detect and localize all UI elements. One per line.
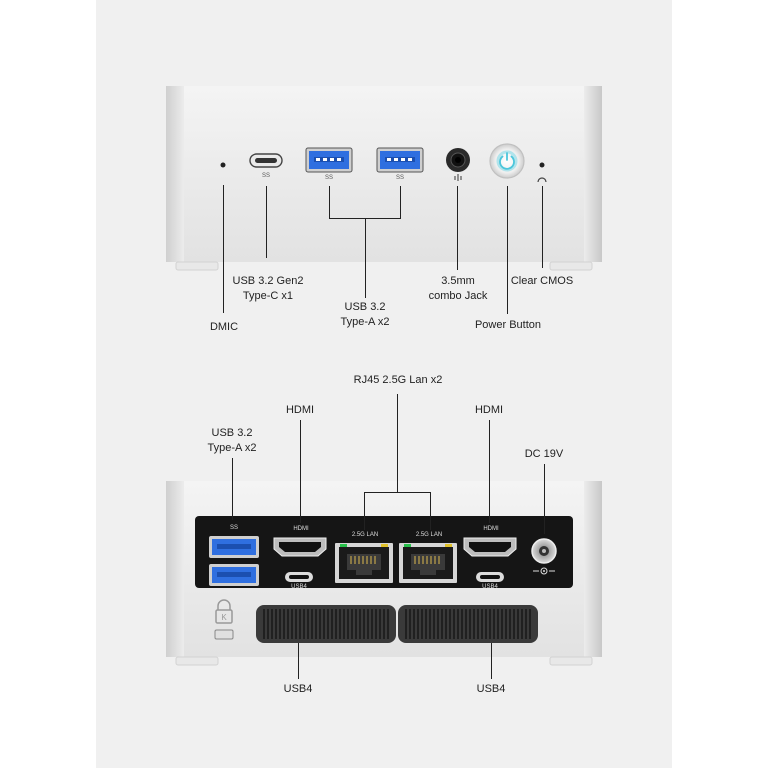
lan-stem (397, 394, 398, 493)
usb-c-ss-mark: SS (261, 173, 270, 179)
rear-ss-mark: SS (229, 525, 238, 531)
lan-left-drop (364, 492, 365, 530)
lan-right-port (399, 543, 457, 583)
hdmi-right-port (463, 537, 517, 557)
dmic-hole (220, 162, 226, 168)
clear-cmos-hole[interactable] (535, 160, 549, 186)
usb4-left-mark: USB4 (291, 584, 307, 590)
lan-bridge (364, 492, 431, 493)
usb4-right-line (491, 643, 492, 679)
hdmi-left-port (273, 537, 327, 557)
lan-left-port (335, 543, 393, 583)
dmic-label: DMIC (209, 321, 239, 333)
usb-a-stem (365, 218, 366, 298)
hdmi-left-line (300, 420, 301, 523)
hdmi-right-line (489, 420, 490, 523)
usb4-right-label: USB4 (476, 683, 506, 695)
jack-line (457, 186, 458, 270)
usb-c-line (266, 186, 267, 258)
usb-a1-line (329, 186, 330, 219)
usb4-right-port (476, 572, 504, 582)
rear-usb-a-line (232, 458, 233, 520)
power-label: Power Button (474, 319, 542, 331)
power-button[interactable] (488, 142, 526, 180)
lan-right-mark: 2.5G LAN (415, 532, 443, 538)
right-vent (398, 605, 538, 643)
dc-jack (531, 538, 557, 575)
left-vent (256, 605, 396, 643)
usb-a-port-1 (305, 147, 353, 173)
usb4-left-port (285, 572, 313, 582)
usb-a2-line (400, 186, 401, 219)
usb-a1-ss-mark: SS (324, 175, 333, 181)
svg-text:K: K (221, 613, 227, 622)
usb4-left-line (298, 643, 299, 679)
usb-a2-ss-mark: SS (395, 175, 404, 181)
cmos-label: Clear CMOS (510, 275, 574, 287)
usb-a-port-2 (376, 147, 424, 173)
cmos-line (542, 186, 543, 268)
hdmi-left-label: HDMI (285, 404, 315, 416)
dc-line (544, 464, 545, 534)
hdmi-left-mark: HDMI (293, 526, 309, 532)
usb4-left-label: USB4 (283, 683, 313, 695)
dc-label: DC 19V (524, 448, 564, 460)
hdmi-right-label: HDMI (474, 404, 504, 416)
lan-label: RJ45 2.5G Lan x2 (353, 374, 443, 386)
kensington-lock-icon: K (214, 599, 234, 640)
audio-jack (446, 148, 470, 181)
lan-left-mark: 2.5G LAN (351, 532, 379, 538)
rear-usb-a-port-2 (209, 564, 259, 586)
power-line (507, 186, 508, 314)
usb4-right-mark: USB4 (482, 584, 498, 590)
usb-c-port (249, 153, 283, 168)
rear-usb-a-port-1 (209, 536, 259, 558)
hdmi-right-mark: HDMI (483, 526, 499, 532)
lan-right-drop (430, 492, 431, 530)
dmic-line (223, 185, 224, 313)
